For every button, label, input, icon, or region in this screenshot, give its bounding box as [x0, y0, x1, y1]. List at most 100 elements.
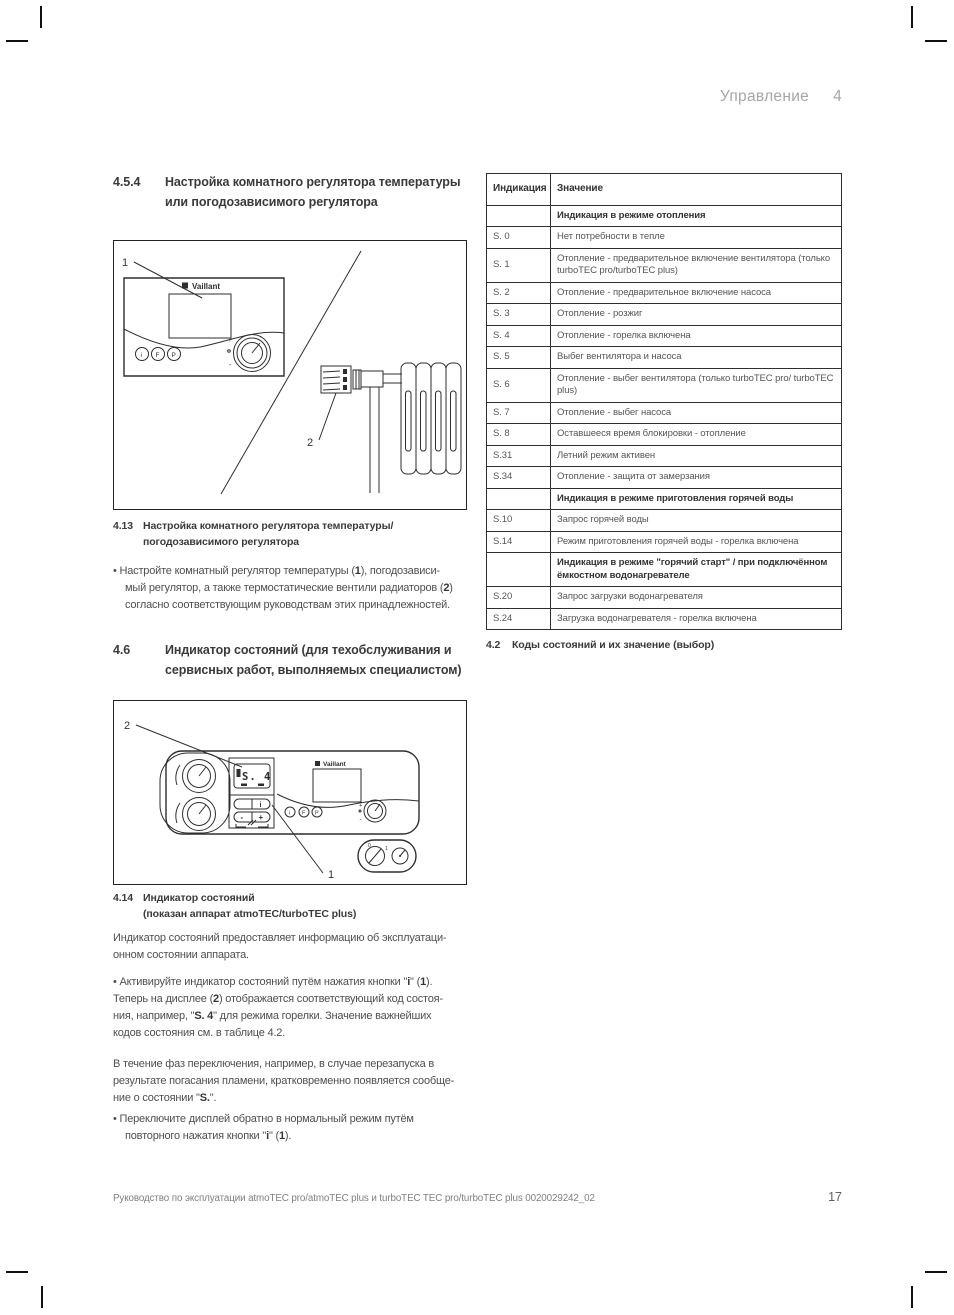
- chapter-title: Управление: [719, 88, 810, 105]
- table-header-row: Индикация Значение: [486, 173, 842, 206]
- cell-status-code: S. 6: [486, 367, 551, 403]
- cell-meaning: Индикация в режиме приготовления горячей…: [550, 487, 842, 510]
- crop-mark: [6, 40, 28, 42]
- cell-meaning: Отопление - предварительное включение на…: [550, 281, 842, 304]
- cell-meaning: Оставшееся время блокировки - отопление: [550, 423, 842, 446]
- cell-status-code: S.14: [486, 530, 551, 553]
- figure-4-13-drawing: 1 Vaillant i F P +: [122, 241, 465, 508]
- cell-status-code: S. 7: [486, 401, 551, 424]
- control-panel-outline: [166, 751, 419, 834]
- cell-meaning: Отопление - предварительное включение ве…: [550, 247, 842, 283]
- cell-status-code: S. 4: [486, 324, 551, 347]
- section-title: Индикатор состояний (для техобслуживания…: [165, 643, 462, 677]
- cell-meaning: Выбег вентилятора и насоса: [550, 346, 842, 369]
- cell-status-code: S.31: [486, 444, 551, 467]
- crop-mark: [911, 1286, 913, 1308]
- caption-text: Настройка комнатного регулятора температ…: [143, 520, 394, 548]
- figure-4-14-caption: 4.14 Индикатор состояний (показан аппара…: [113, 890, 467, 922]
- thermostat-panel-icon: Vaillant i F P + -: [277, 761, 419, 823]
- brand-logo: Vaillant: [323, 761, 347, 768]
- cell-meaning: Режим приготовления горячей воды - горел…: [550, 530, 842, 553]
- temperature-dial-icon: + -: [359, 800, 386, 823]
- caption-number: 4.13: [113, 520, 134, 532]
- status-code-display: S. 4: [242, 771, 271, 783]
- cell-status-code: S.34: [486, 466, 551, 489]
- section-heading-46: 4.6 Индикатор состояний (для техобслужив…: [113, 640, 467, 680]
- right-column: Индикация Значение Индикация в режиме от…: [486, 173, 842, 653]
- cell-status-code: S. 2: [486, 281, 551, 304]
- cell-status-code: [486, 487, 551, 510]
- switch-back-instruction: • Переключите дисплей обратно в нормальн…: [113, 1113, 414, 1142]
- table-section-row: Индикация в режиме отопления: [486, 204, 842, 227]
- switch-gauge-pod-icon: 0 1: [358, 840, 416, 872]
- cell-meaning: Отопление - горелка включена: [550, 324, 842, 347]
- cell-meaning: Индикация в режиме "горячий старт" / при…: [550, 552, 842, 587]
- dial-plus-mark: +: [228, 337, 232, 344]
- figure-4-14-drawing: 2 S. 4: [124, 720, 465, 881]
- switching-note: В течение фаз переключения, например, в …: [113, 1058, 455, 1104]
- cell-status-code: S. 8: [486, 423, 551, 446]
- page-footer: Руководство по эксплуатации atmoTEC pro/…: [113, 1190, 842, 1204]
- caption-text: Индикатор состояний (показан аппарат atm…: [143, 892, 357, 920]
- header-indication: Индикация: [486, 173, 551, 206]
- section-heading-454: 4.5.4 Настройка комнатного регулятора те…: [113, 172, 467, 212]
- brand-logo: Vaillant: [192, 282, 220, 291]
- svg-text:+: +: [259, 813, 264, 822]
- section-number: 4.6: [113, 643, 131, 657]
- caption-text: Коды состояний и их значение (выбор): [512, 639, 715, 651]
- status-code-table: Индикация Значение Индикация в режиме от…: [486, 173, 842, 630]
- dial-minus-mark: -: [229, 362, 232, 369]
- cell-status-code: S.24: [486, 607, 551, 630]
- dial-minus-mark: -: [360, 817, 362, 823]
- p-button-icon: P: [172, 352, 176, 359]
- room-thermostat-icon: Vaillant i F P + -: [124, 278, 284, 376]
- section-number: 4.5.4: [113, 175, 141, 189]
- temperature-dial-icon: + -: [228, 335, 271, 372]
- cell-meaning: Индикация в режиме отопления: [550, 204, 842, 227]
- crop-mark: [41, 1286, 43, 1308]
- crop-mark: [911, 6, 913, 28]
- caption-number: 4.14: [113, 892, 134, 904]
- footer-document-title: Руководство по эксплуатации atmoTEC pro/…: [113, 1193, 595, 1204]
- cell-meaning: Запрос горячей воды: [550, 509, 842, 532]
- svg-text:-: -: [241, 813, 244, 822]
- caption-number: 4.2: [486, 639, 501, 651]
- cell-status-code: S. 5: [486, 346, 551, 369]
- cell-meaning: Отопление - защита от замерзания: [550, 466, 842, 489]
- cell-status-code: S. 1: [486, 247, 551, 283]
- f-button-icon: F: [302, 811, 306, 817]
- cell-status-code: S.20: [486, 586, 551, 609]
- f-button-icon: F: [156, 352, 160, 359]
- dial-plus-mark: +: [359, 803, 362, 809]
- callout-1: 1: [328, 869, 334, 881]
- indicator-intro: Индикатор состояний предоставляет информ…: [113, 932, 447, 961]
- cell-meaning: Отопление - выбег вентилятора (только tu…: [550, 367, 842, 403]
- cell-status-code: [486, 552, 551, 587]
- cell-meaning: Запрос загрузки водонагревателя: [550, 586, 842, 609]
- callout-2: 2: [124, 720, 130, 732]
- callout-1: 1: [122, 257, 128, 269]
- callout-2: 2: [307, 437, 313, 449]
- cell-meaning: Загрузка водонагревателя - горелка включ…: [550, 607, 842, 630]
- cell-status-code: S. 3: [486, 303, 551, 326]
- table-caption: 4.2 Коды состояний и их значение (выбор): [486, 637, 842, 653]
- service-wrench-icon: [236, 820, 268, 827]
- radiator-icon: [401, 363, 461, 474]
- header-meaning: Значение: [550, 173, 842, 206]
- figure-4-14: 2 S. 4: [113, 700, 467, 885]
- cell-meaning: Отопление - выбег насоса: [550, 401, 842, 424]
- crop-mark: [6, 1271, 28, 1273]
